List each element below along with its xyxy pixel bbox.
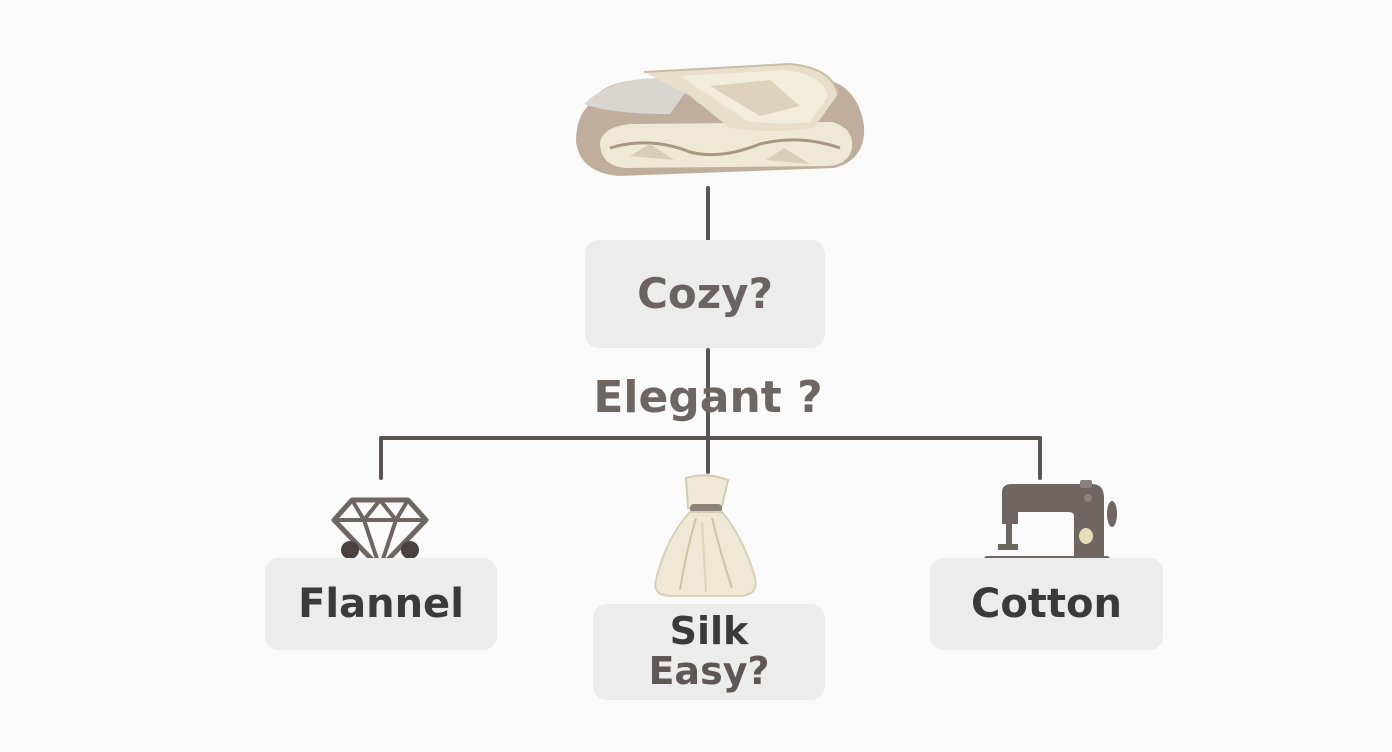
folded-blanket-icon bbox=[576, 62, 865, 176]
cotton-option-label: Cotton bbox=[970, 581, 1123, 627]
sewing-machine-icon bbox=[984, 480, 1117, 566]
root-question-label: Cozy? bbox=[637, 268, 773, 318]
cotton-option-box: Cotton bbox=[930, 558, 1163, 650]
flannel-option-box: Flannel bbox=[265, 558, 497, 650]
silk-sack-icon bbox=[654, 474, 757, 597]
flannel-option-label: Flannel bbox=[298, 581, 464, 627]
root-question-box: Cozy? bbox=[585, 240, 825, 348]
silk-followup-question: Easy? bbox=[648, 649, 770, 693]
branch-question-label: Elegant ? bbox=[593, 372, 823, 423]
silk-option-box: Silk Easy? bbox=[593, 604, 825, 700]
silk-option-label: Silk bbox=[669, 609, 749, 654]
